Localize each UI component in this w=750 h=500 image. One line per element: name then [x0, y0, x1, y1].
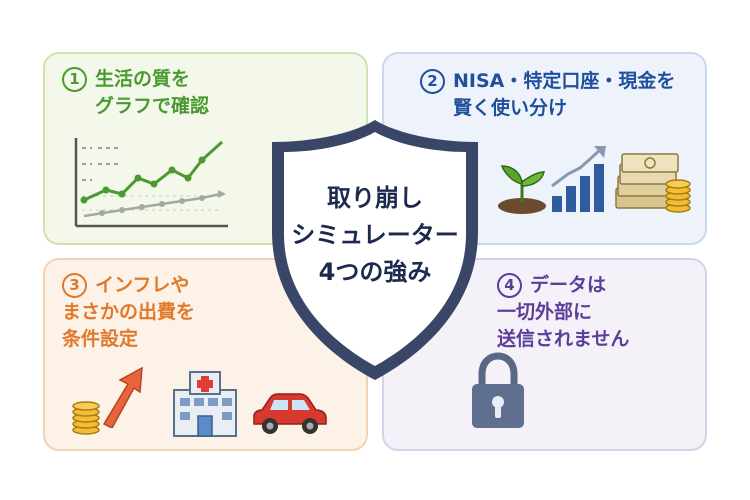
- card-3-title: 3 インフレや まさかの出費を 条件設定: [62, 272, 195, 353]
- card-1-line-1: 生活の質を: [95, 68, 191, 90]
- padlock-icon: [472, 352, 524, 428]
- card-3-line-2: まさかの出費を: [62, 301, 196, 323]
- card-4-line-3: 送信されません: [497, 328, 630, 350]
- car-icon: [253, 393, 327, 434]
- sprout-icon: [498, 165, 546, 214]
- card-2-number: 2: [420, 69, 445, 94]
- hospital-icon: [173, 371, 237, 437]
- center-title: 取り崩し シミュレーター 4つの強み: [262, 180, 488, 291]
- card-4-title: 4 データは 一切外部に 送信されません: [497, 272, 629, 353]
- card-3-number: 3: [62, 273, 87, 298]
- card-2-line-1: NISA・特定口座・現金を: [453, 70, 676, 92]
- card-3-line-1: インフレや: [95, 274, 190, 296]
- up-arrow-icon: [102, 366, 143, 428]
- line-chart-icon: [74, 138, 228, 228]
- coin-stack-icon: [72, 401, 100, 435]
- center-title-line-3: 4つの強み: [318, 258, 432, 286]
- shield-emblem: [272, 120, 478, 380]
- card-2-title: 2 NISA・特定口座・現金を 賢く使い分け: [420, 68, 675, 122]
- card-3-line-3: 条件設定: [62, 328, 139, 350]
- center-title-line-2: シミュレーター: [291, 221, 459, 249]
- card-1-line-2: グラフで確認: [95, 95, 210, 117]
- card-4-line-2: 一切外部に: [497, 301, 593, 323]
- card-1-number: 1: [62, 67, 87, 92]
- card-1-title: 1 生活の質を グラフで確認: [62, 66, 209, 120]
- rising-bar-chart-icon: [551, 146, 606, 212]
- card-4-number: 4: [497, 273, 522, 298]
- card-4-line-1: データは: [530, 274, 607, 296]
- center-title-line-1: 取り崩し: [327, 184, 423, 212]
- card-2-line-2: 賢く使い分け: [453, 97, 568, 119]
- cash-and-coins-icon: [615, 153, 691, 213]
